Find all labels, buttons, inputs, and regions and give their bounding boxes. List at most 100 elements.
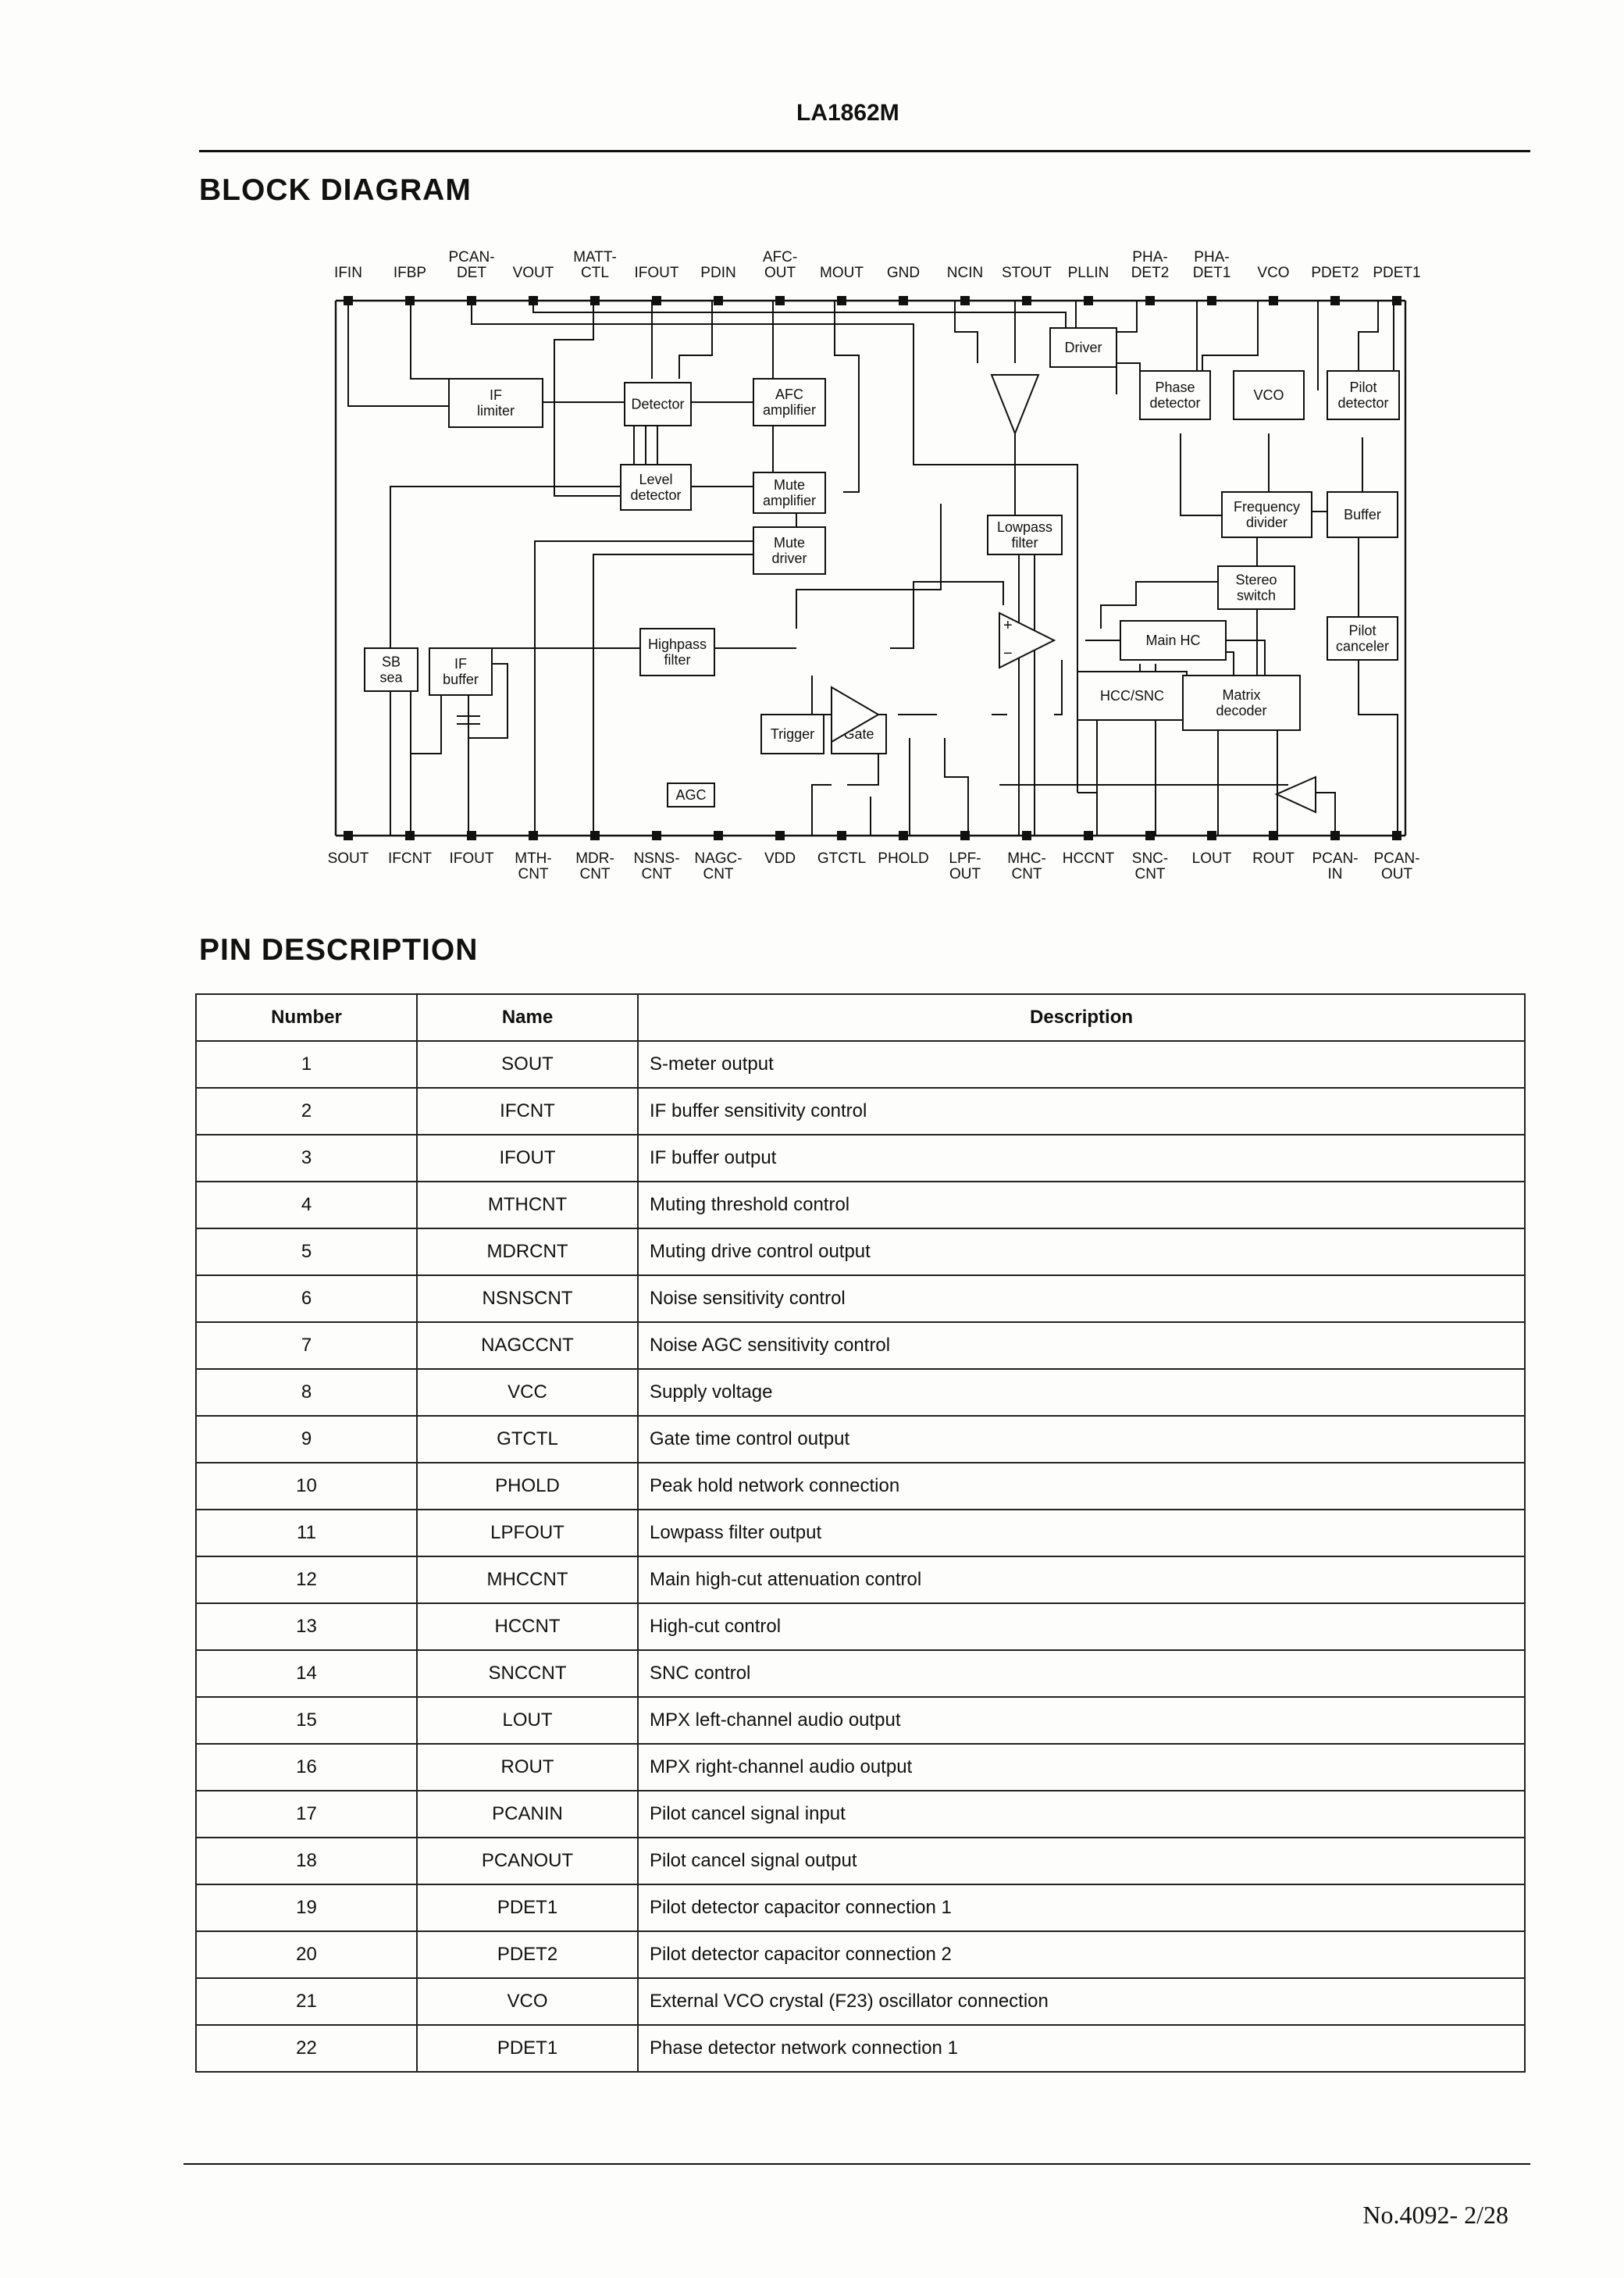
agc-amplifier xyxy=(831,686,880,743)
top-pin-marker xyxy=(652,296,661,305)
top-pin-label-line1: PHA- xyxy=(1194,249,1229,266)
pin-name-cell: IFOUT xyxy=(416,1134,639,1182)
block-label: detector xyxy=(1337,395,1388,411)
top-pin-marker xyxy=(405,296,415,305)
pin-name-cell: MDRCNT xyxy=(416,1228,639,1276)
block-frame xyxy=(1077,671,1188,721)
pin-description-cell: Pilot detector capacitor connection 1 xyxy=(637,1884,1526,1932)
block-frame xyxy=(1327,491,1398,538)
bottom-pin-label-line2: CNT xyxy=(579,866,610,882)
pin-description-cell: Phase detector network connection 1 xyxy=(637,2024,1526,2073)
bottom-pin-label: IFOUT xyxy=(450,850,494,867)
block-frame xyxy=(987,515,1063,555)
bottom-pin-label: IFCNT xyxy=(388,850,432,867)
bottom-pin-label: MHC- xyxy=(1007,850,1046,867)
pin-name-cell: IFCNT xyxy=(416,1087,639,1135)
block-label: limiter xyxy=(477,403,515,419)
block-label: Stereo xyxy=(1235,572,1277,588)
block-label: AGC xyxy=(675,787,706,803)
pin-name-cell: VCC xyxy=(416,1368,639,1417)
block-frame xyxy=(1233,370,1305,420)
bottom-pin-marker xyxy=(775,831,785,840)
block-frame xyxy=(1139,370,1211,420)
pin-number-cell: 16 xyxy=(195,1743,418,1791)
bottom-pin-marker xyxy=(1145,831,1155,840)
block-label: Detector xyxy=(631,397,684,412)
top-pin-marker xyxy=(837,296,846,305)
block-frame xyxy=(1327,616,1398,661)
block-frame xyxy=(1221,491,1312,538)
block-label: IF xyxy=(490,387,502,403)
pin-number-cell: 20 xyxy=(195,1930,418,1979)
block-label: Frequency xyxy=(1234,499,1300,515)
pin-description-cell: External VCO crystal (F23) oscillator co… xyxy=(637,1977,1526,2026)
block-frame xyxy=(364,647,418,692)
pin-number-cell: 9 xyxy=(195,1415,418,1463)
pin-name-cell: LOUT xyxy=(416,1696,639,1745)
bottom-pin-marker xyxy=(1084,831,1093,840)
block-frame xyxy=(667,783,715,807)
top-pin-label: MOUT xyxy=(820,265,864,281)
top-pin-label: GND xyxy=(887,265,920,281)
bottom-pin-label: LOUT xyxy=(1192,850,1232,867)
top-pin-label: VOUT xyxy=(513,265,554,281)
bottom-pin-marker xyxy=(1392,831,1401,840)
top-pin-markers xyxy=(344,296,1401,305)
pin-name-cell: HCCNT xyxy=(416,1602,639,1651)
bottom-pin-label-line2: CNT xyxy=(1134,866,1165,882)
top-pin-label: PDET1 xyxy=(1373,265,1420,281)
pin-description-cell: Supply voltage xyxy=(637,1368,1526,1417)
pin-name-cell: MTHCNT xyxy=(416,1181,639,1229)
block-label: Pilot xyxy=(1349,380,1376,395)
bottom-pin-label-line2: OUT xyxy=(949,866,981,882)
block-label: Driver xyxy=(1065,340,1102,355)
ncin-amplifier xyxy=(990,374,1040,436)
pin-description-cell: Noise sensitivity control xyxy=(637,1274,1526,1323)
top-pin-marker xyxy=(960,296,970,305)
pin-description-cell: Lowpass filter output xyxy=(637,1509,1526,1557)
pin-description-cell: IF buffer sensitivity control xyxy=(637,1087,1526,1135)
block-frame xyxy=(639,628,715,676)
top-pin-marker xyxy=(1330,296,1340,305)
block-label: AFC xyxy=(775,387,803,402)
pin-number-cell: 15 xyxy=(195,1696,418,1745)
top-pin-marker xyxy=(529,296,538,305)
top-pin-label-line1: MATT- xyxy=(573,249,617,266)
pin-name-cell: NAGCCNT xyxy=(416,1321,639,1370)
block-detector: Detector xyxy=(624,382,692,426)
block-label: Buffer xyxy=(1344,507,1381,522)
bottom-pin-label: MTH- xyxy=(515,850,551,867)
block-label: detector xyxy=(1149,395,1200,411)
pin-number-cell: 18 xyxy=(195,1837,418,1885)
bottom-pin-marker xyxy=(652,831,661,840)
bottom-pin-label: PHOLD xyxy=(878,850,928,867)
pin-description-cell: High-cut control xyxy=(637,1602,1526,1651)
top-pin-label: PDIN xyxy=(700,265,735,281)
pin-description-cell: Peak hold network connection xyxy=(637,1462,1526,1510)
block-label: canceler xyxy=(1336,639,1389,654)
top-pin-marker xyxy=(344,296,353,305)
block-trigger: Trigger xyxy=(760,714,824,754)
bottom-pin-label: LPF- xyxy=(949,850,981,867)
block-diagram-heading: BLOCK DIAGRAM xyxy=(199,173,472,207)
block-hcc-snc: HCC/SNC xyxy=(1077,671,1188,721)
bottom-pin-label: NSNS- xyxy=(633,850,679,867)
top-pin-label-line1: PCAN- xyxy=(448,249,494,266)
block-label: Level xyxy=(639,472,672,487)
block-label: switch xyxy=(1237,588,1276,604)
pin-number-cell: 8 xyxy=(195,1368,418,1417)
